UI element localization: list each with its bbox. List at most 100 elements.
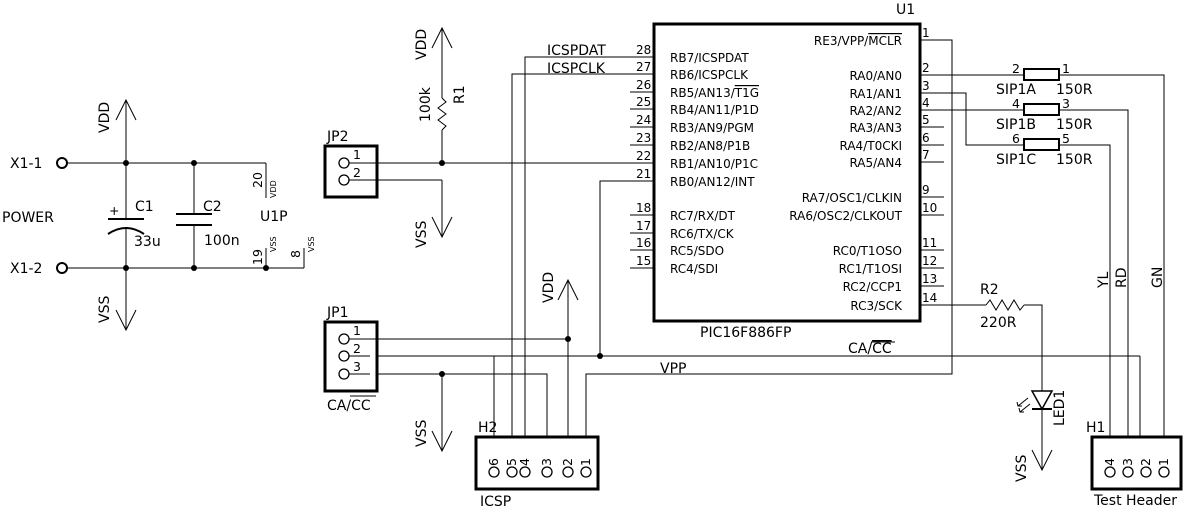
junction bbox=[439, 371, 445, 377]
sip1a-pin-b: 1 bbox=[1062, 61, 1070, 76]
h1-pin[interactable] bbox=[1122, 466, 1134, 478]
h1-pin-num: 2 bbox=[1138, 458, 1153, 466]
u1-pin-name: RA3/AN3 bbox=[849, 121, 902, 135]
sip1c-value: 150R bbox=[1056, 152, 1093, 168]
wire-ra1 bbox=[920, 92, 1024, 111]
h2-pin[interactable] bbox=[580, 466, 592, 478]
u1-pin-name: RB0/AN12/INT bbox=[670, 175, 755, 189]
u1-pin-name-text: RE3/VPP/ bbox=[814, 34, 869, 48]
u1-pin-name: RC7/RX/DT bbox=[670, 209, 736, 223]
u1-right-pins: 1RE3/VPP/MCLR2RA0/AN03RA1/AN14RA2/AN25RA… bbox=[789, 26, 944, 313]
u1-pin-num: 27 bbox=[636, 60, 651, 74]
terminal-x1-2-label: X1-2 bbox=[10, 261, 42, 277]
sip1a-value: 150R bbox=[1056, 82, 1093, 98]
jp2-pin-2-num: 2 bbox=[353, 165, 361, 180]
h1-pin[interactable] bbox=[1158, 466, 1170, 478]
h2-pin-num: 5 bbox=[504, 458, 519, 466]
u1-pin-num: 10 bbox=[922, 201, 937, 215]
jp2-pin-2[interactable] bbox=[338, 174, 350, 186]
u1-pin-name-text: RC5/SDO bbox=[670, 244, 724, 258]
u1-ref: U1 bbox=[896, 2, 915, 18]
h2-pin[interactable] bbox=[488, 466, 500, 478]
u1-pin-num: 28 bbox=[636, 43, 651, 57]
led1-ref: LED1 bbox=[1052, 390, 1068, 426]
u1-pin-num: 12 bbox=[922, 254, 937, 268]
h1-body bbox=[1090, 435, 1183, 491]
u1-pin-name: RC0/T1OSO bbox=[833, 244, 902, 258]
h1-pin[interactable] bbox=[1140, 466, 1152, 478]
junction bbox=[123, 265, 129, 271]
vss-arrow-icon bbox=[115, 309, 137, 332]
wire-vss-h2 bbox=[442, 373, 548, 455]
terminal-x1-2[interactable] bbox=[56, 262, 68, 274]
h2-pin-num: 4 bbox=[517, 458, 532, 466]
u1-pin-name: RA4/T0CKI bbox=[840, 139, 903, 153]
net-icspclk: ICSPCLK bbox=[547, 61, 606, 77]
jp1-pin-3[interactable] bbox=[338, 368, 350, 380]
u1-pin-num: 24 bbox=[636, 113, 651, 127]
sip1b-value: 150R bbox=[1056, 117, 1093, 133]
h2-pin[interactable] bbox=[562, 466, 574, 478]
net-gn: GN bbox=[1150, 267, 1166, 288]
sip1c-pin-a: 6 bbox=[1012, 131, 1020, 146]
u1-body bbox=[652, 22, 922, 323]
net-icspdat: ICSPDAT bbox=[547, 43, 606, 59]
u1-pin-num: 5 bbox=[922, 113, 930, 127]
sip1a-ref: SIP1A bbox=[996, 82, 1036, 98]
jp2-vss-label: VSS bbox=[414, 221, 430, 248]
power-section: X1-1 X1-2 POWER VDD VSS + C1 33u C2 100n… bbox=[2, 98, 316, 332]
power-vdd-label: VDD bbox=[97, 102, 113, 133]
led-ray-2 bbox=[1019, 403, 1031, 413]
u1-pin-name: RC3/SCK bbox=[850, 299, 903, 313]
u1-part: PIC16F886FP bbox=[700, 325, 791, 341]
sip1c-pin-b: 5 bbox=[1062, 131, 1070, 146]
jp1-pin-1[interactable] bbox=[338, 333, 350, 345]
h2-pin[interactable] bbox=[506, 466, 518, 478]
u1-pin-name: RC1/T1OSI bbox=[839, 262, 902, 276]
u1-pin-name-text: RC6/TX/CK bbox=[670, 227, 735, 241]
jp1-ref: JP1 bbox=[326, 305, 348, 321]
power-label: POWER bbox=[2, 210, 54, 226]
jp2-section: JP2 1 2 VSS VDD 100k R1 bbox=[323, 26, 654, 248]
terminal-x1-1[interactable] bbox=[56, 157, 68, 169]
u1-pin-name-text: RB3/AN9/PGM bbox=[670, 121, 754, 135]
ca-prefix: CA/ bbox=[848, 341, 872, 357]
jp2-pin-1[interactable] bbox=[338, 157, 350, 169]
u1-pin-name: RC2/CCP1 bbox=[843, 280, 902, 294]
u1p-net-vdd: VDD bbox=[269, 180, 278, 198]
wire-r2-led bbox=[1024, 304, 1043, 391]
u1-pin-num: 6 bbox=[922, 131, 930, 145]
u1-pin-name-text: RB6/ICSPCLK bbox=[670, 68, 749, 82]
h1-caption: Test Header bbox=[1093, 493, 1177, 509]
jp2-pin-1-num: 1 bbox=[353, 147, 361, 162]
u1-pin-name: RC5/SDO bbox=[670, 244, 724, 258]
r2-zigzag bbox=[985, 299, 1025, 311]
jp1-pin-1-num: 1 bbox=[353, 323, 361, 338]
led-ray-arrow bbox=[1016, 401, 1022, 407]
u1-pin-num: 7 bbox=[922, 148, 930, 162]
u1-pin-name-text: RA2/AN2 bbox=[849, 104, 902, 118]
u1-pin-name: RA5/AN4 bbox=[849, 156, 902, 170]
u1-pin-name: RC4/SDI bbox=[670, 262, 718, 276]
vdd-arrow-icon bbox=[115, 98, 137, 121]
h2-vdd-label: VDD bbox=[541, 272, 557, 303]
r2-ref: R2 bbox=[980, 282, 999, 298]
wire-icspdat bbox=[524, 56, 630, 455]
h1-pin[interactable] bbox=[1104, 466, 1116, 478]
h2-pin[interactable] bbox=[541, 466, 553, 478]
jp2-vss-arrow-icon bbox=[431, 216, 453, 239]
h2-pin[interactable] bbox=[519, 466, 531, 478]
icsp-wiring: VPP CA/CC VDD VSS JP1 1 2 3 CA/CC bbox=[323, 39, 1140, 455]
jp1-pin-2[interactable] bbox=[338, 350, 350, 362]
c1-value: 33u bbox=[134, 234, 161, 250]
wire-ra2-c bbox=[965, 110, 1024, 146]
c2-ref: C2 bbox=[203, 199, 222, 215]
u1-pin-name: RA2/AN2 bbox=[849, 104, 902, 118]
u1-pin-name: RA6/OSC2/CLKOUT bbox=[789, 209, 902, 223]
u1-pin-name-bar: T1G bbox=[734, 86, 759, 100]
wire-rd bbox=[1059, 109, 1129, 455]
u1-pin-name-text: RC7/RX/DT bbox=[670, 209, 736, 223]
u1-pin-name-bar: MCLR bbox=[868, 34, 902, 48]
led-vss-arrow-icon bbox=[1031, 449, 1053, 472]
